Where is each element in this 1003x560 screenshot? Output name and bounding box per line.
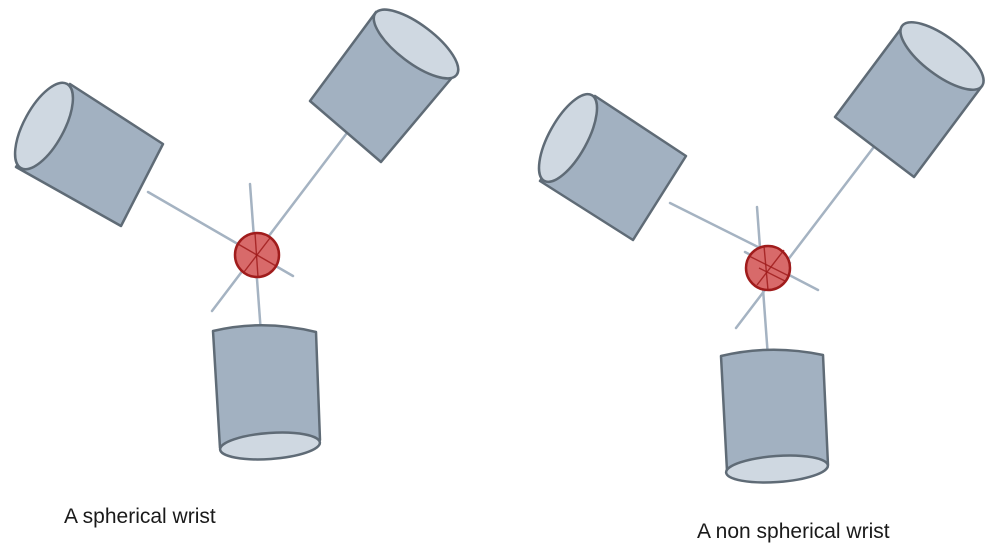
non-spherical-wrist-caption: A non spherical wrist	[697, 520, 890, 543]
wrist-joint-center	[744, 244, 792, 292]
upper-right-cylinder	[308, 8, 460, 164]
non-spherical-wrist-diagram	[537, 21, 985, 484]
upper-left-cylinder	[13, 81, 165, 228]
bottom-cylinder	[211, 324, 322, 461]
upper-right-cylinder	[833, 21, 985, 179]
wrist-joint-center	[233, 231, 281, 279]
bottom-cylinder	[719, 348, 830, 484]
upper-left-cylinder	[537, 92, 688, 242]
spherical-wrist-diagram	[13, 8, 460, 461]
spherical-wrist-caption: A spherical wrist	[64, 505, 216, 528]
